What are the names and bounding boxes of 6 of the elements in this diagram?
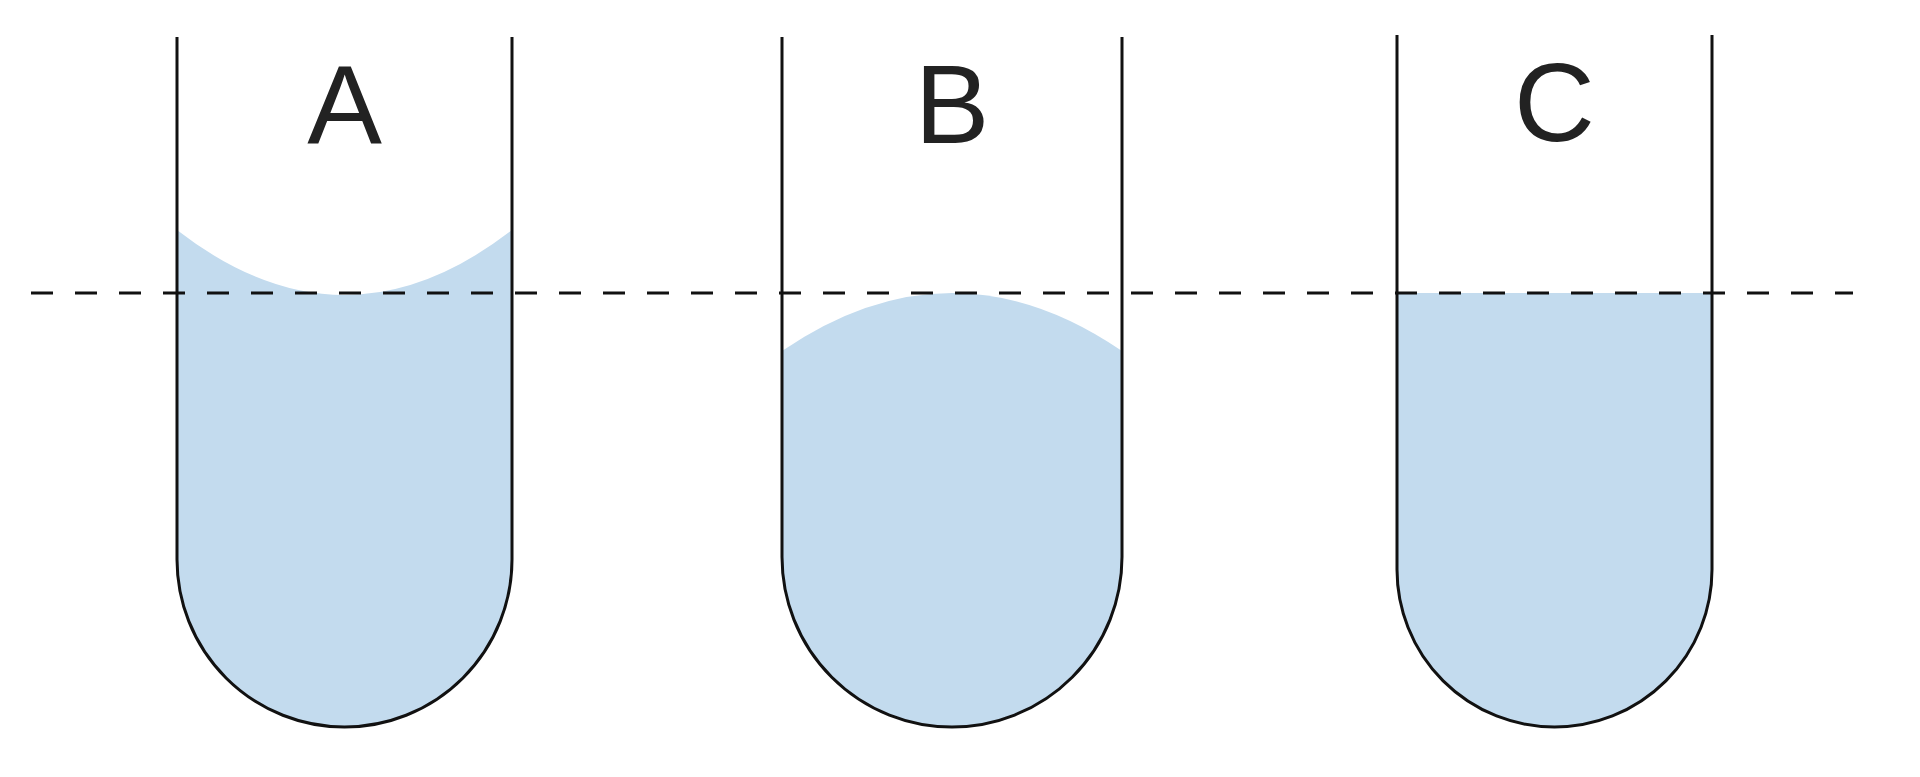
tube-label: A — [306, 49, 383, 161]
tube-label: C — [1513, 47, 1596, 159]
test-tube — [177, 37, 512, 727]
tube-label: B — [913, 49, 991, 161]
test-tube — [1397, 35, 1712, 727]
test-tube — [782, 37, 1122, 727]
